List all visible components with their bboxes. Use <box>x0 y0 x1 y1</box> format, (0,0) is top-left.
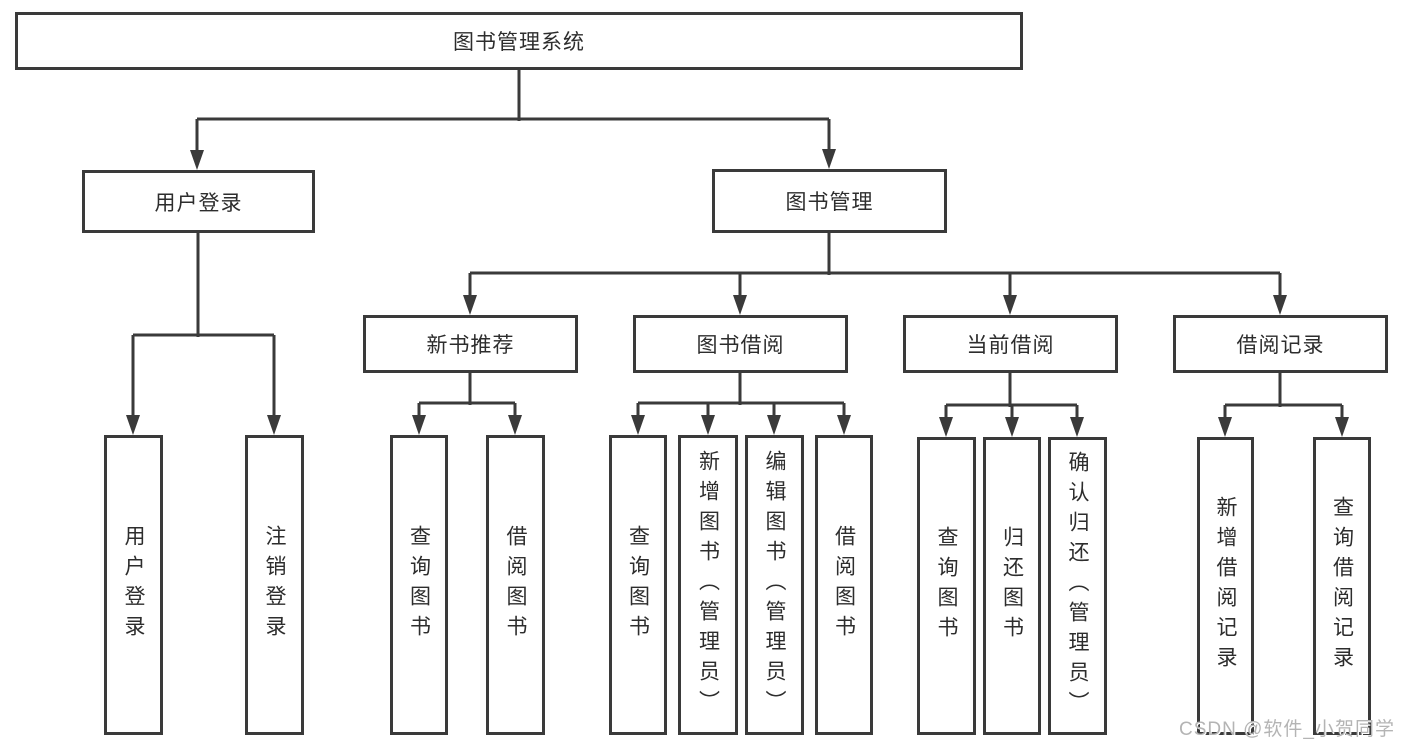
leaf-query-books-1: 查询图书 <box>390 435 448 735</box>
node-book-management-branch: 图书管理 <box>712 169 947 233</box>
leaf-logout: 注销登录 <box>245 435 304 735</box>
node-borrow-records: 借阅记录 <box>1173 315 1388 373</box>
leaf-query-borrow-record: 查询借阅记录 <box>1313 437 1371 735</box>
leaf-user-login: 用户登录 <box>104 435 163 735</box>
leaf-borrow-books-2: 借阅图书 <box>815 435 873 735</box>
leaf-return-books: 归还图书 <box>983 437 1041 735</box>
node-book-borrow: 图书借阅 <box>633 315 848 373</box>
csdn-watermark: CSDN @软件_小贺同学 <box>1179 719 1395 740</box>
leaf-confirm-return-admin: 确认归还（管理员） <box>1048 437 1107 735</box>
node-root-system: 图书管理系统 <box>15 12 1023 70</box>
leaf-add-books-admin: 新增图书（管理员） <box>678 435 738 735</box>
leaf-edit-books-admin: 编辑图书（管理员） <box>745 435 804 735</box>
node-user-login-branch: 用户登录 <box>82 170 315 233</box>
leaf-query-books-2: 查询图书 <box>609 435 667 735</box>
leaf-add-borrow-record: 新增借阅记录 <box>1197 437 1254 735</box>
node-current-borrow: 当前借阅 <box>903 315 1118 373</box>
connector-shafts <box>131 70 1344 419</box>
leaf-query-books-3: 查询图书 <box>917 437 976 735</box>
leaf-borrow-books-1: 借阅图书 <box>486 435 545 735</box>
node-new-book-recommend: 新书推荐 <box>363 315 578 373</box>
